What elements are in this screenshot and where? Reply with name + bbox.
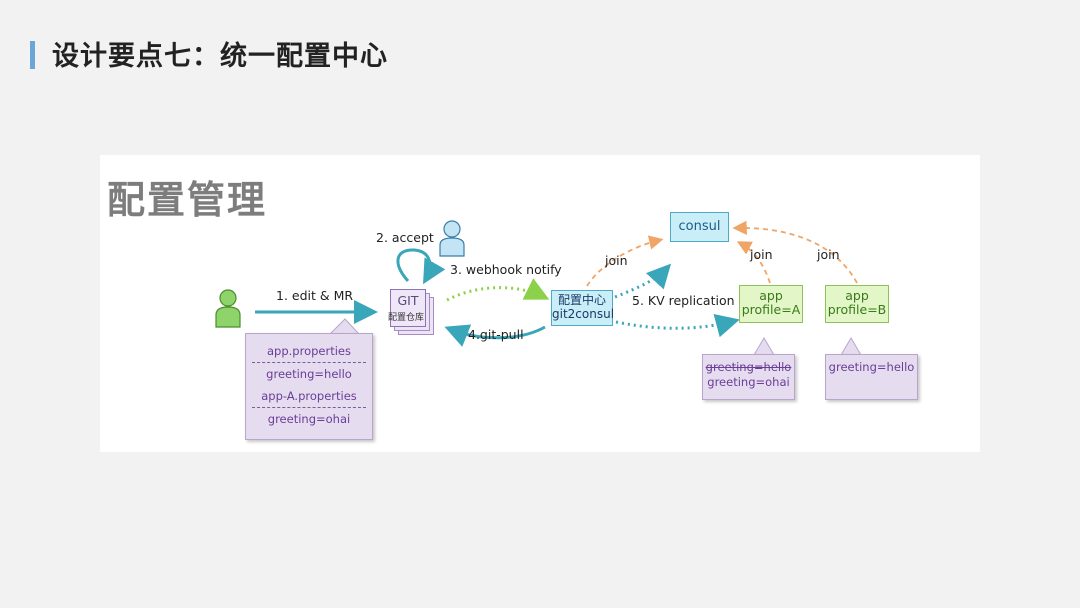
git2consul-line2: git2consul [552, 307, 615, 321]
app-b-line1: app [845, 288, 869, 303]
note-main-line-1: app.properties [252, 340, 366, 363]
git2consul-node: 配置中心 git2consul [551, 290, 615, 326]
note-a-old-value: greeting=hello [705, 360, 792, 374]
title-accent-bar [30, 41, 35, 69]
user-icon-green [215, 289, 241, 328]
note-app-a: greeting=hello greeting=ohai [702, 354, 795, 400]
app-profile-a: app profile=A [739, 285, 803, 323]
label-join-3: join [817, 247, 840, 262]
arrow-join-appB [732, 220, 858, 284]
note-main-line-4: greeting=ohai [267, 412, 351, 426]
slide-title: 设计要点七：统一配置中心 [52, 41, 388, 72]
diagram-connectors [215, 220, 862, 356]
consul-node: consul [670, 212, 729, 242]
arrow-g2c-consul [614, 263, 672, 299]
diagram-title: 配置管理 [107, 178, 268, 222]
git2consul-line1: 配置中心 [557, 293, 606, 307]
arrow-join-appA [736, 241, 771, 284]
note-a-pointer [753, 337, 775, 356]
app-a-line1: app [759, 288, 783, 303]
note-properties: app.properties greeting=hello app-A.prop… [245, 333, 373, 440]
note-a-new-value: greeting=ohai [707, 375, 790, 389]
note-main-line-3: app-A.properties [252, 385, 366, 408]
note-main-line-2: greeting=hello [266, 367, 352, 381]
label-edit-mr: 1. edit & MR [276, 288, 354, 303]
note-b-value: greeting=hello [828, 360, 915, 374]
label-webhook-notify: 3. webhook notify [450, 262, 562, 277]
arrow-git-pull [444, 324, 546, 347]
label-join-1: join [605, 253, 628, 268]
diagram-panel: 配置管理 [100, 155, 980, 452]
git-label: GIT [397, 293, 419, 308]
label-git-pull: 4.git-pull [468, 327, 524, 342]
app-b-line2: profile=B [827, 302, 887, 317]
arrow-accept-loop [396, 248, 446, 285]
label-kv-replication: 5. KV replication [632, 293, 735, 308]
note-b-pointer [840, 337, 862, 356]
note-app-b: greeting=hello [825, 354, 918, 400]
label-accept: 2. accept [376, 230, 434, 245]
user-icon-blue [439, 220, 465, 257]
git-sublabel: 配置仓库 [387, 313, 424, 323]
note-main-pointer [328, 318, 361, 335]
arrow-g2c-app [615, 314, 740, 338]
label-join-2: join [750, 247, 773, 262]
app-a-line2: profile=A [741, 302, 801, 317]
app-profile-b: app profile=B [825, 285, 889, 323]
arrow-webhook-notify [446, 278, 550, 302]
git-repo: GIT 配置仓库 [387, 289, 436, 337]
